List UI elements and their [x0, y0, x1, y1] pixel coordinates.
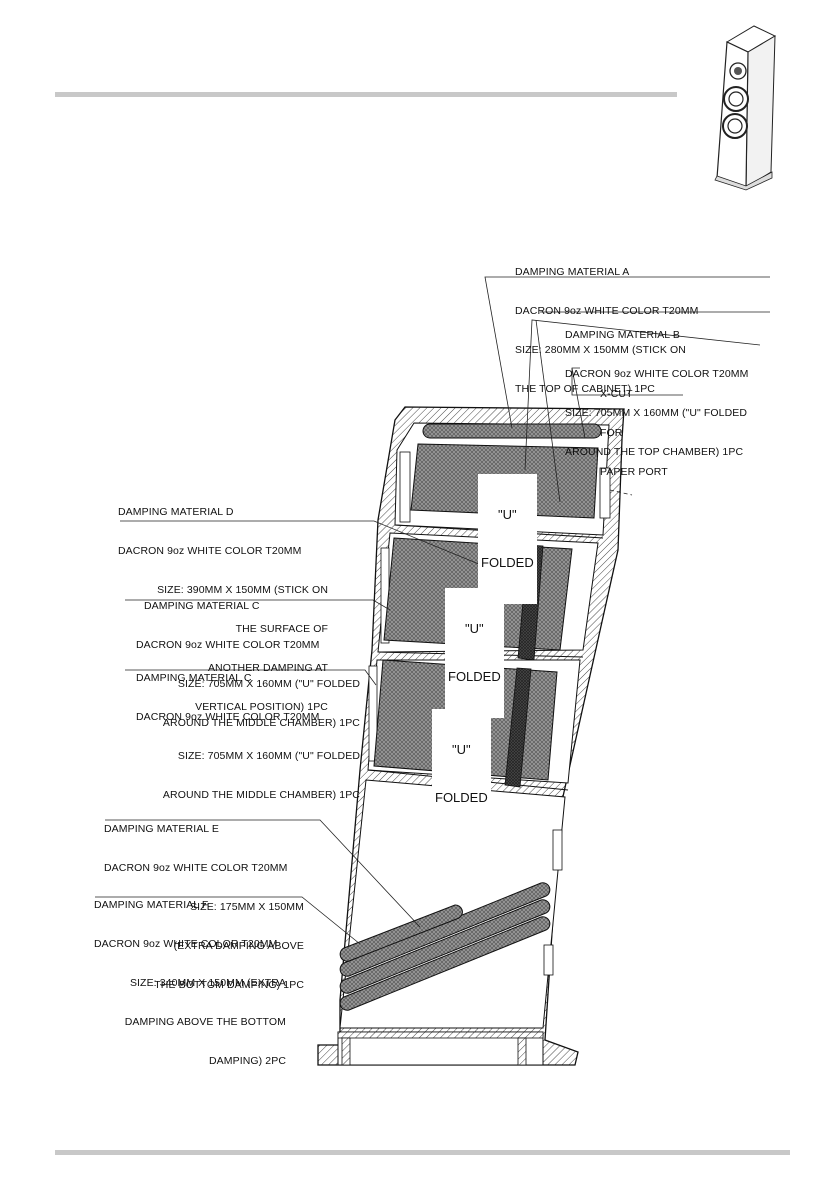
label-xcut-line: PAPER PORT: [600, 466, 668, 478]
label-a-line: SIZE: 280MM X 150MM (STICK ON: [515, 344, 686, 356]
label-e-line: (EXTRA DAMPING ABOVE: [173, 940, 304, 952]
folded-line: "U": [498, 507, 517, 522]
label-c1-line: DACRON 9oz WHITE COLOR T20MM: [136, 639, 320, 651]
label-damping-c-upper: DAMPING MATERIAL C DACRON 9oz WHITE COLO…: [124, 574, 360, 756]
label-c2-line: AROUND THE MIDDLE CHAMBER) 1PC: [162, 789, 360, 801]
label-f-line: SIZE: 340MM X 150MM (EXTRA: [129, 977, 286, 989]
label-a-line: THE TOP OF CABINET) 1PC: [515, 383, 655, 395]
label-c1-line: AROUND THE MIDDLE CHAMBER) 1PC: [162, 717, 360, 729]
label-damping-f: DAMPING MATERIAL F DACRON 9oz WHITE COLO…: [94, 873, 286, 1094]
label-b-line: SIZE: 705MM X 160MM ("U" FOLDED: [565, 407, 748, 419]
damping-a: [422, 423, 602, 439]
top-rule: [55, 92, 677, 97]
label-d-line: SIZE: 390MM X 150MM (STICK ON: [157, 584, 328, 596]
folded-line: FOLDED: [481, 555, 534, 570]
folded-callout-middle-upper: "U" FOLDED: [445, 588, 504, 718]
label-b-line: AROUND THE TOP CHAMBER) 1PC: [565, 446, 744, 458]
label-b-title: DAMPING MATERIAL B: [565, 329, 680, 341]
label-e-title: DAMPING MATERIAL E: [104, 823, 219, 835]
label-damping-b: DAMPING MATERIAL B DACRON 9oz WHITE COLO…: [565, 303, 748, 485]
label-e-line: DACRON 9oz WHITE COLOR T20MM: [104, 862, 288, 874]
folded-callout-middle-lower: "U" FOLDED: [432, 709, 491, 839]
label-c2-line: SIZE: 705MM X 160MM ("U" FOLDED: [177, 750, 360, 762]
folded-callout-top: "U" FOLDED: [478, 474, 537, 604]
label-f-title: DAMPING MATERIAL F: [94, 899, 209, 911]
label-d-line: VERTICAL POSITION) 1PC: [195, 701, 328, 713]
floor-speaker-icon: [714, 25, 777, 191]
label-f-line: DAMPING ABOVE THE BOTTOM: [124, 1016, 286, 1028]
folded-line: "U": [465, 621, 484, 636]
label-d-line: ANOTHER DAMPING AT: [207, 662, 328, 674]
folded-line: FOLDED: [448, 669, 501, 684]
label-c2-title: DAMPING MATERIAL C: [136, 672, 252, 684]
label-c1-line: SIZE: 705MM X 160MM ("U" FOLDED: [177, 678, 360, 690]
label-c2-line: DACRON 9oz WHITE COLOR T20MM: [136, 711, 320, 723]
label-damping-e: DAMPING MATERIAL E DACRON 9oz WHITE COLO…: [104, 797, 304, 1018]
damping-e-f: [339, 882, 551, 1011]
damping-d-lower: [504, 667, 532, 788]
label-c1-title: DAMPING MATERIAL C: [144, 600, 260, 612]
folded-line: FOLDED: [435, 790, 488, 805]
label-e-line: SIZE: 175MM X 150MM: [190, 901, 304, 913]
label-xcut-line: FOR: [600, 427, 623, 439]
label-damping-a: DAMPING MATERIAL A DACRON 9oz WHITE COLO…: [515, 240, 698, 422]
label-b-line: DACRON 9oz WHITE COLOR T20MM: [565, 368, 749, 380]
label-e-line: THE BOTTOM DAMPING) 1PC: [154, 979, 304, 991]
label-xcut-line: X-CUT: [600, 388, 633, 400]
label-damping-d: DAMPING MATERIAL D DACRON 9oz WHITE COLO…: [118, 480, 328, 740]
label-a-line: DACRON 9oz WHITE COLOR T20MM: [515, 305, 699, 317]
label-damping-c-lower: DAMPING MATERIAL C DACRON 9oz WHITE COLO…: [124, 646, 360, 828]
leader-lines: [95, 276, 770, 945]
label-a-title: DAMPING MATERIAL A: [515, 266, 630, 278]
label-d-line: THE SURFACE OF: [235, 623, 328, 635]
label-d-title: DAMPING MATERIAL D: [118, 506, 234, 518]
label-xcut: X-CUT FOR PAPER PORT: [600, 362, 668, 505]
label-d-line: DACRON 9oz WHITE COLOR T20MM: [118, 545, 302, 557]
label-f-line: DAMPING) 2PC: [208, 1055, 286, 1067]
label-f-line: DACRON 9oz WHITE COLOR T20MM: [94, 938, 278, 950]
bottom-rule: [55, 1150, 790, 1155]
folded-line: "U": [452, 742, 471, 757]
